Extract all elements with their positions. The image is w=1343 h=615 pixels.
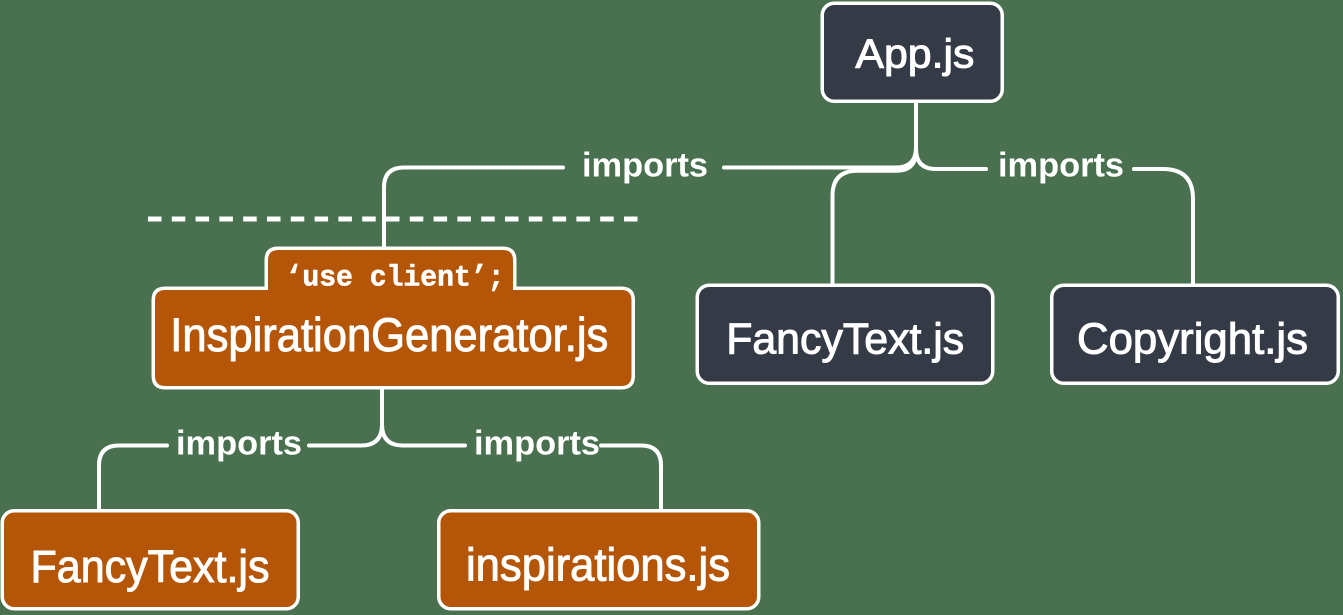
svg-text:InspirationGenerator.js: InspirationGenerator.js — [170, 308, 608, 361]
svg-text:imports: imports — [474, 424, 600, 462]
svg-text:imports: imports — [998, 146, 1124, 184]
svg-text:Copyright.js: Copyright.js — [1077, 315, 1308, 364]
svg-text:FancyText.js: FancyText.js — [31, 541, 270, 592]
svg-text:inspirations.js: inspirations.js — [466, 539, 730, 591]
svg-text:FancyText.js: FancyText.js — [726, 315, 964, 364]
svg-text:imports: imports — [176, 424, 302, 462]
svg-text:‘use client’;: ‘use client’; — [286, 262, 505, 296]
svg-text:imports: imports — [582, 146, 708, 184]
svg-text:App.js: App.js — [855, 31, 974, 77]
